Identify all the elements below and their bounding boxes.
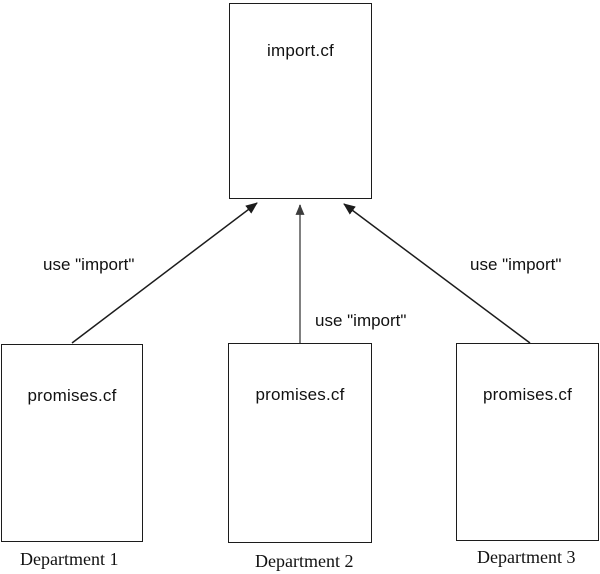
edge-label-dept2-use-import: use "import" — [315, 311, 407, 330]
node-promises-cf-dept2: promises.cf — [228, 343, 372, 543]
node-promises-cf-dept1-label: promises.cf — [27, 386, 117, 405]
caption-department-3: Department 3 — [477, 547, 576, 567]
edge-label-dept1-use-import: use "import" — [43, 255, 135, 274]
node-promises-cf-dept3-label: promises.cf — [482, 385, 573, 404]
node-promises-cf-dept2-label: promises.cf — [255, 385, 345, 404]
edge-label-dept3-use-import: use "import" — [470, 255, 562, 274]
node-import-cf-label: import.cf — [267, 41, 334, 60]
caption-department-2: Department 2 — [255, 551, 354, 571]
caption-department-1: Department 1 — [20, 549, 119, 569]
node-promises-cf-dept3: promises.cf — [456, 343, 599, 541]
node-promises-cf-dept1: promises.cf — [1, 344, 143, 542]
node-import-cf: import.cf — [229, 3, 372, 199]
